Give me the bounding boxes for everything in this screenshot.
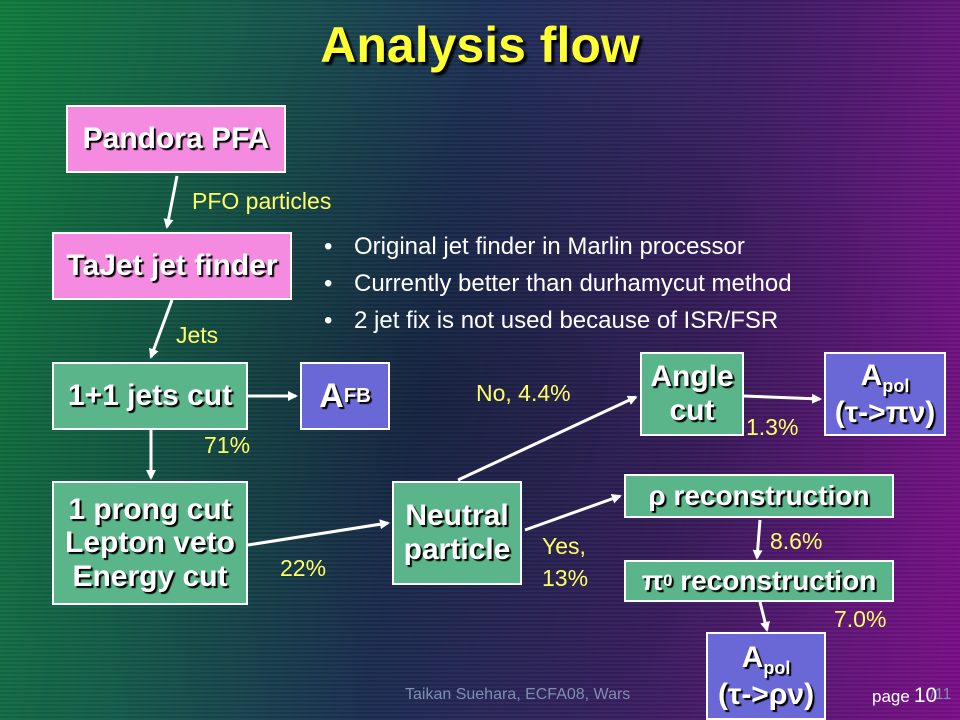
- angle-line: Angle: [650, 360, 734, 394]
- energy-cut-line: Energy cut: [72, 559, 228, 593]
- rho-reconstruction-box: ρ reconstruction: [624, 474, 894, 518]
- apol-pi-label: Apol: [860, 358, 910, 396]
- apol-rho-decay: (τ->ρν): [717, 677, 815, 711]
- jets-cut-box: 1+1 jets cut: [52, 362, 248, 430]
- afb-subscript: FB: [343, 384, 371, 407]
- prong-cut-efficiency-label: 22%: [280, 555, 327, 581]
- prong-cut-line: 1 prong cut: [68, 492, 232, 526]
- cut-line: cut: [669, 394, 715, 427]
- apol-tau-rho-box: Apol (τ->ρν): [706, 632, 826, 720]
- particle-line: particle: [403, 533, 511, 566]
- lepton-veto-line: Lepton veto: [65, 526, 235, 560]
- neutral-particle-box: Neutral particle: [392, 481, 522, 585]
- pandora-pfa-box: Pandora PFA: [66, 105, 286, 173]
- arrow-neutral-to-rho: [524, 493, 622, 532]
- apol-pi-decay: (τ->πν): [834, 395, 936, 429]
- tajet-jet-finder-box: TaJet jet finder: [52, 232, 292, 300]
- notes-list: •Original jet finder in Marlin processor…: [324, 228, 792, 339]
- angle-cut-efficiency-label: 1.3%: [746, 414, 799, 440]
- rho-efficiency-label: 8.6%: [770, 528, 823, 554]
- arrow-pi0-to-apol-rho: [758, 601, 770, 632]
- footer-text: Taikan Suehara, ECFA08, Wars/11: [405, 686, 952, 703]
- angle-cut-box: Angle cut: [640, 352, 744, 436]
- arrow-rho-to-pi0: [752, 519, 763, 560]
- arrow-tajet-to-jetscut: [149, 299, 174, 359]
- yes-neutral-label: Yes, 13%: [542, 533, 589, 592]
- prong-cut-box: 1 prong cut Lepton veto Energy cut: [52, 481, 248, 605]
- list-item: •Original jet finder in Marlin processor: [324, 233, 745, 260]
- jets-cut-efficiency-label: 71%: [204, 432, 251, 458]
- no-neutral-label: No, 4.4%: [476, 380, 571, 406]
- apol-tau-pi-box: Apol (τ->πν): [824, 352, 946, 436]
- arrow-neutral-to-angle: [457, 395, 638, 482]
- apol-rho-label: Apol: [741, 640, 791, 678]
- arrow-pandora-to-tajet: [163, 175, 179, 229]
- list-item: •2 jet fix is not used because of ISR/FS…: [324, 307, 779, 334]
- afb-label: A: [319, 376, 344, 415]
- slide-title: Analysis flow: [320, 17, 640, 73]
- pi0-efficiency-label: 7.0%: [834, 606, 887, 632]
- arrow-prong-to-neutral: [247, 519, 390, 547]
- arrow-angle-to-apol-pi: [743, 393, 822, 404]
- neutral-line: Neutral: [405, 499, 509, 533]
- pfo-particles-label: PFO particles: [192, 188, 332, 214]
- jets-label: Jets: [176, 322, 219, 348]
- list-item: •Currently better than durhamycut method: [324, 270, 792, 297]
